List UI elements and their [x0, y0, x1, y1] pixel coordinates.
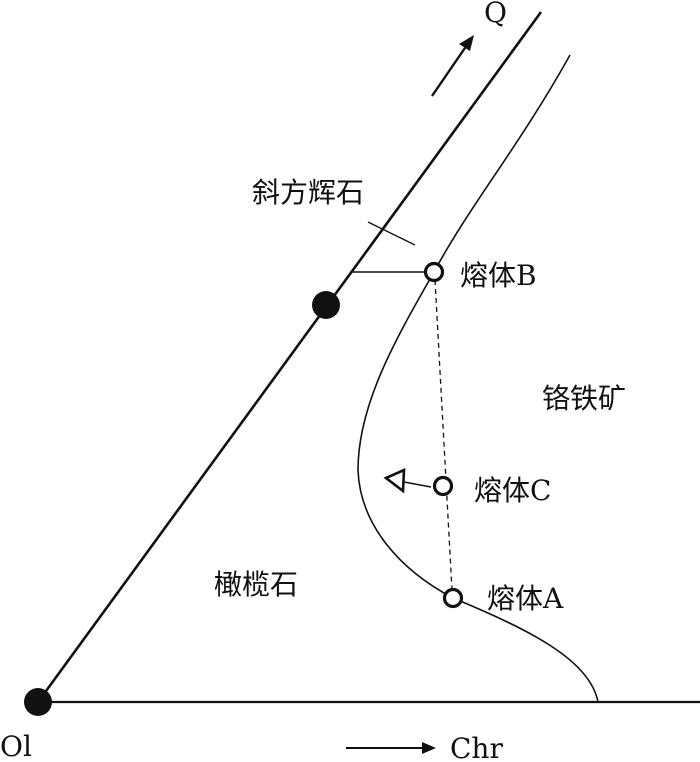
melt-b-point	[423, 261, 445, 283]
arrow-up-right-icon	[431, 35, 474, 97]
melt-a-label: 熔体A	[487, 582, 564, 615]
opx-field-label: 斜方辉石	[252, 176, 364, 209]
olivine-field-label: 橄榄石	[214, 568, 298, 601]
opx-composition-point	[312, 291, 340, 319]
melt-b-to-a-dashed-line	[434, 279, 453, 591]
arrow-right-icon	[346, 742, 436, 754]
q-ol-axis-line	[36, 11, 543, 703]
opx-leader-line	[367, 221, 416, 246]
ol-apex-point	[24, 688, 52, 716]
melt-a-point	[442, 587, 464, 609]
cotectic-boundary-curve	[357, 54, 599, 703]
arrow-left-icon	[383, 467, 432, 494]
melt-c-point	[432, 475, 454, 497]
ol-label: Ol	[0, 730, 32, 762]
chr-label: Chr	[450, 732, 503, 762]
melt-c-label: 熔体C	[474, 474, 551, 507]
q-label: Q	[484, 0, 507, 29]
melt-b-label: 熔体B	[460, 259, 537, 292]
chromite-field-label: 铬铁矿	[542, 382, 626, 415]
